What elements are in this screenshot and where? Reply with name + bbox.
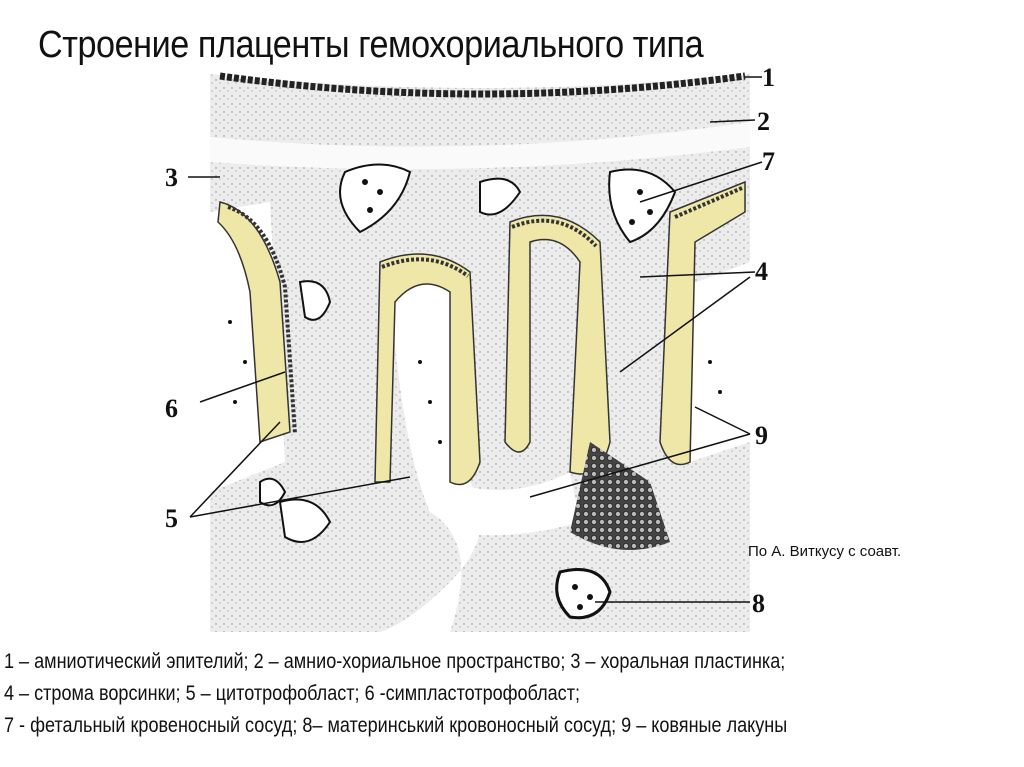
maternal-vessel — [555, 568, 612, 620]
cytotrophoblast-column — [570, 442, 670, 550]
diagram-labels: 1 2 3 4 5 6 7 8 9 — [165, 63, 775, 618]
legend: 1 – амниотический эпителий; 2 – амнио-хо… — [4, 646, 1024, 742]
villi-cytotrophoblast — [227, 186, 743, 435]
amniotic-epithelium — [219, 72, 746, 98]
svg-text:3: 3 — [165, 163, 178, 192]
svg-text:9: 9 — [755, 421, 768, 450]
svg-text:5: 5 — [165, 504, 178, 533]
legend-line: 4 – строма ворсинки; 5 – цитотрофобласт;… — [4, 682, 580, 705]
leader-lines — [188, 76, 763, 603]
placenta-diagram: 1 2 3 4 5 6 7 8 9 — [150, 62, 800, 640]
blood-cells — [228, 179, 722, 610]
figure-credit: По А. Виткусу с соавт. — [748, 543, 902, 560]
villi-syncytiotrophoblast — [217, 180, 746, 486]
legend-line: 1 – амниотический эпителий; 2 – амнио-хо… — [4, 650, 786, 673]
svg-text:1: 1 — [762, 63, 775, 92]
slide-title: Строение плаценты гемохориального типа — [38, 24, 704, 66]
svg-text:4: 4 — [755, 257, 768, 286]
svg-text:8: 8 — [752, 589, 765, 618]
svg-text:2: 2 — [757, 107, 770, 136]
svg-text:6: 6 — [165, 394, 178, 423]
fetal-vessels — [259, 163, 677, 543]
legend-line: 7 - фетальный кровеносный сосуд; 8– мате… — [4, 714, 788, 737]
svg-text:7: 7 — [762, 147, 775, 176]
